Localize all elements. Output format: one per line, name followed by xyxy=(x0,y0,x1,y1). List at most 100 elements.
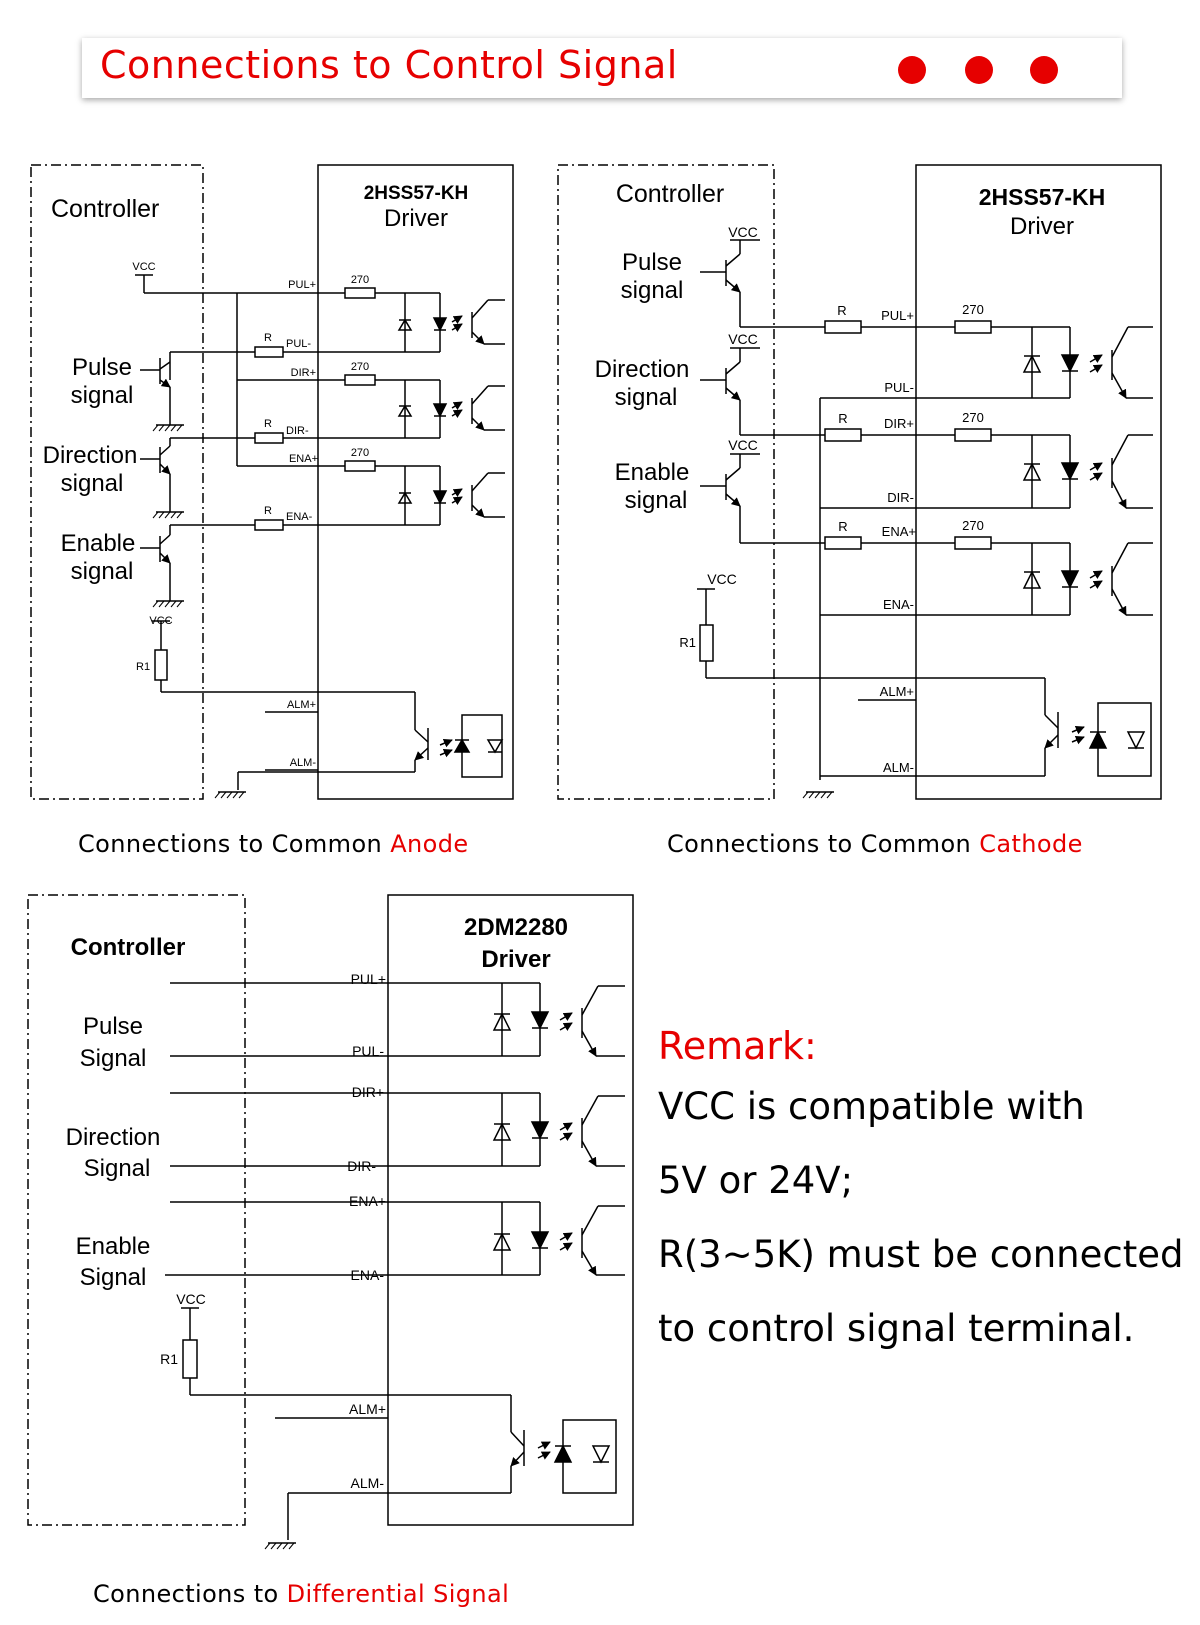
pulse-label-2: signal xyxy=(71,382,134,409)
caption-highlight: Cathode xyxy=(979,830,1083,858)
pin-ena-plus: ENA+ xyxy=(349,1193,386,1209)
opto-ena xyxy=(397,466,505,525)
remark-line: 5V or 24V; xyxy=(658,1159,854,1202)
caption-prefix: Connections to Common xyxy=(667,830,980,858)
pulse-label: Pulse xyxy=(622,249,682,276)
r1-label: R1 xyxy=(679,635,696,650)
controller-label: Controller xyxy=(51,195,159,223)
direction-label-2: signal xyxy=(61,470,124,497)
title-banner: Connections to Control Signal xyxy=(82,38,1122,98)
caption-common-anode: Connections to Common Anode xyxy=(78,830,469,858)
r-label: R xyxy=(838,411,847,426)
opto-dir xyxy=(492,1093,625,1167)
pin-dir-minus: DIR- xyxy=(286,425,309,437)
res-270-label: 270 xyxy=(962,518,984,533)
controller-label: Controller xyxy=(616,180,724,208)
decorative-dot xyxy=(898,56,926,84)
pin-pul-minus: PUL- xyxy=(352,1043,384,1059)
common-anode-diagram xyxy=(30,164,514,800)
r1-label: R1 xyxy=(160,1351,178,1367)
driver-model: 2HSS57-KH xyxy=(364,183,469,204)
direction-label: Direction xyxy=(595,356,690,383)
common-cathode-labels: Controller 2HSS57-KH Driver Pulse signal… xyxy=(595,180,1106,775)
r1-label: R1 xyxy=(136,661,150,673)
res-270-label: 270 xyxy=(351,447,369,459)
driver-box xyxy=(387,894,634,1526)
res-270-label: 270 xyxy=(351,274,369,286)
controller-label: Controller xyxy=(71,934,186,961)
differential-labels: Controller 2DM2280 Driver Pulse Signal D… xyxy=(66,914,568,1491)
remark-line: R(3~5K) must be connected xyxy=(658,1233,1184,1276)
pin-ena-plus: ENA+ xyxy=(882,524,916,539)
pin-alm-plus: ALM+ xyxy=(287,699,316,711)
r-label: R xyxy=(264,505,272,517)
vcc-label: VCC xyxy=(728,437,758,453)
enable-label: Enable xyxy=(76,1233,151,1260)
res-270-label: 270 xyxy=(962,410,984,425)
caption-common-cathode: Connections to Common Cathode xyxy=(667,830,1083,858)
opto-ena xyxy=(1022,542,1153,616)
pin-pul-minus: PUL- xyxy=(884,380,914,395)
caption-prefix: Connections to Common xyxy=(78,830,391,858)
enable-label-2: signal xyxy=(71,558,134,585)
enable-label: Enable xyxy=(615,459,690,486)
direction-label-2: signal xyxy=(615,384,678,411)
pin-pul-plus: PUL+ xyxy=(351,971,386,987)
pin-ena-minus: ENA- xyxy=(351,1267,385,1283)
driver-label: Driver xyxy=(1010,213,1074,240)
direction-label-2: Signal xyxy=(84,1155,151,1182)
remark-title: Remark: xyxy=(658,1024,817,1068)
opto-pul xyxy=(492,983,625,1057)
remark-line: to control signal terminal. xyxy=(658,1307,1135,1350)
direction-label: Direction xyxy=(43,442,138,469)
caption-highlight: Differential Signal xyxy=(286,1580,510,1608)
pulse-label: Pulse xyxy=(72,354,132,381)
pin-ena-minus: ENA- xyxy=(286,511,313,523)
vcc-label: VCC xyxy=(149,615,172,627)
pin-pul-plus: PUL+ xyxy=(881,308,914,323)
opto-dir xyxy=(397,380,505,438)
common-anode-labels: Controller 2HSS57-KH Driver Pulse signal… xyxy=(43,183,469,769)
remark-line: VCC is compatible with xyxy=(658,1085,1085,1128)
pin-alm-minus: ALM- xyxy=(351,1475,385,1491)
decorative-dot xyxy=(1030,56,1058,84)
pin-dir-minus: DIR- xyxy=(347,1158,376,1174)
remark-block: Remark: VCC is compatible with 5V or 24V… xyxy=(658,1022,1183,1366)
r-label: R xyxy=(837,303,846,318)
pulse-label-2: Signal xyxy=(80,1045,147,1072)
pin-pul-plus: PUL+ xyxy=(288,279,316,291)
pin-dir-plus: DIR+ xyxy=(884,416,914,431)
r-label: R xyxy=(264,418,272,430)
vcc-label: VCC xyxy=(707,571,737,587)
direction-label: Direction xyxy=(66,1124,161,1151)
pin-dir-plus: DIR+ xyxy=(352,1084,384,1100)
pin-alm-plus: ALM+ xyxy=(349,1401,386,1417)
enable-label-2: Signal xyxy=(80,1264,147,1291)
common-cathode-diagram xyxy=(557,164,1162,800)
vcc-label: VCC xyxy=(176,1291,206,1307)
pulse-label-2: signal xyxy=(621,277,684,304)
res-270-label: 270 xyxy=(962,302,984,317)
pin-alm-minus: ALM- xyxy=(883,760,914,775)
opto-dir xyxy=(1022,434,1153,509)
driver-model: 2HSS57-KH xyxy=(979,184,1106,210)
enable-label-2: signal xyxy=(625,487,688,514)
pin-pul-minus: PUL- xyxy=(286,338,311,350)
differential-diagram xyxy=(27,894,634,1550)
driver-box xyxy=(317,164,514,800)
enable-label: Enable xyxy=(61,530,136,557)
controller-box xyxy=(30,164,204,800)
opto-ena xyxy=(492,1202,625,1276)
res-270-label: 270 xyxy=(351,361,369,373)
decorative-dot xyxy=(965,56,993,84)
driver-label: Driver xyxy=(384,205,448,232)
r-label: R xyxy=(264,332,272,344)
driver-box xyxy=(915,164,1162,800)
pin-alm-plus: ALM+ xyxy=(880,684,914,699)
caption-prefix: Connections to xyxy=(93,1580,287,1608)
pin-dir-minus: DIR- xyxy=(887,490,914,505)
pin-alm-minus: ALM- xyxy=(290,757,317,769)
controller-box xyxy=(27,894,246,1526)
pin-ena-plus: ENA+ xyxy=(289,453,318,465)
